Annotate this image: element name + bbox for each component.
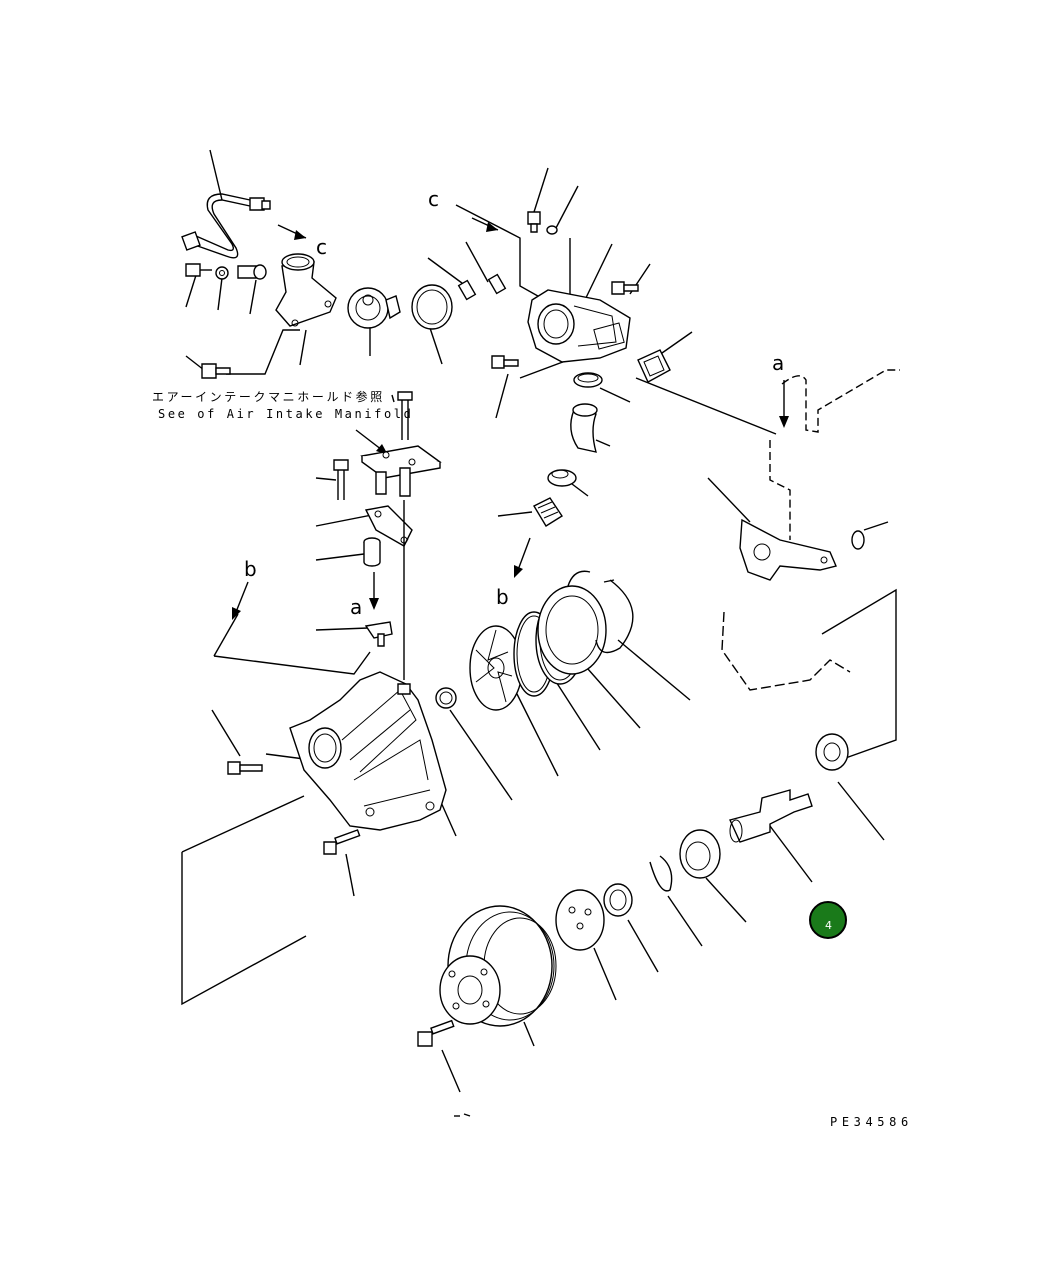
pump-pulley — [440, 906, 556, 1026]
retaining-ring — [650, 856, 672, 891]
thermostat-gasket — [412, 285, 452, 329]
washer — [216, 267, 228, 279]
bolt-pump-bottom — [324, 830, 360, 854]
flange-gasket — [638, 350, 670, 382]
note-japanese: エアーインテークマニホールド参照 — [152, 389, 385, 404]
plate-bracket — [366, 506, 412, 546]
corrugated-hose — [534, 498, 562, 526]
cooling-pipe — [182, 194, 270, 258]
engine-block-outline — [722, 370, 900, 690]
reference-labels: c c a a b b — [244, 187, 784, 619]
direction-arrows — [232, 218, 789, 620]
bolt-left — [492, 356, 518, 368]
bolt-top — [528, 212, 540, 232]
bolt-right — [612, 282, 638, 294]
seal-washer — [604, 884, 632, 916]
spacer-sleeve — [364, 538, 380, 566]
shaft-nut — [816, 734, 848, 770]
pump-seal-plate — [538, 586, 606, 674]
label-a-mid: a — [350, 595, 362, 619]
label-b-left: b — [244, 557, 257, 581]
pump-gasket — [740, 520, 836, 580]
badge-number: 4 — [825, 919, 832, 932]
label-b-mid: b — [496, 585, 509, 609]
snap-ring-small — [568, 571, 590, 586]
hose-clamp-upper — [574, 373, 602, 387]
long-bolt — [398, 392, 412, 440]
label-c-upper-left: c — [316, 235, 327, 259]
bearing — [680, 830, 720, 878]
bolt-small — [186, 264, 212, 276]
page-badge[interactable]: 4 — [810, 902, 846, 938]
drain-plug — [436, 688, 456, 708]
stud-bolt-1 — [459, 281, 476, 300]
bolt-pump-side — [228, 762, 262, 774]
water-pump-housing — [290, 672, 446, 830]
leader-lines — [182, 150, 896, 1116]
hub-flange — [556, 890, 604, 950]
thermostat — [348, 288, 400, 328]
bolt-lower-left — [202, 364, 230, 378]
label-c-upper-mid: c — [428, 187, 439, 211]
stud-bolt-2 — [489, 275, 506, 294]
note-english: See of Air Intake Manifold — [158, 407, 413, 421]
water-hose — [571, 404, 597, 452]
drawing-code: PE34586 — [830, 1115, 913, 1129]
bolt-pulley — [418, 1021, 454, 1046]
mounting-bracket — [362, 446, 440, 496]
washer-top — [547, 226, 557, 234]
water-outlet-elbow — [276, 254, 336, 326]
thermostat-housing — [528, 290, 630, 362]
pump-shaft — [730, 790, 812, 842]
label-a-right: a — [772, 351, 784, 375]
snap-ring-large — [596, 580, 633, 653]
support-clip — [366, 622, 392, 646]
hose-clamp-lower — [548, 470, 576, 486]
impeller — [470, 626, 522, 710]
bolt-vertical — [334, 460, 348, 500]
connector-fitting — [238, 265, 266, 279]
